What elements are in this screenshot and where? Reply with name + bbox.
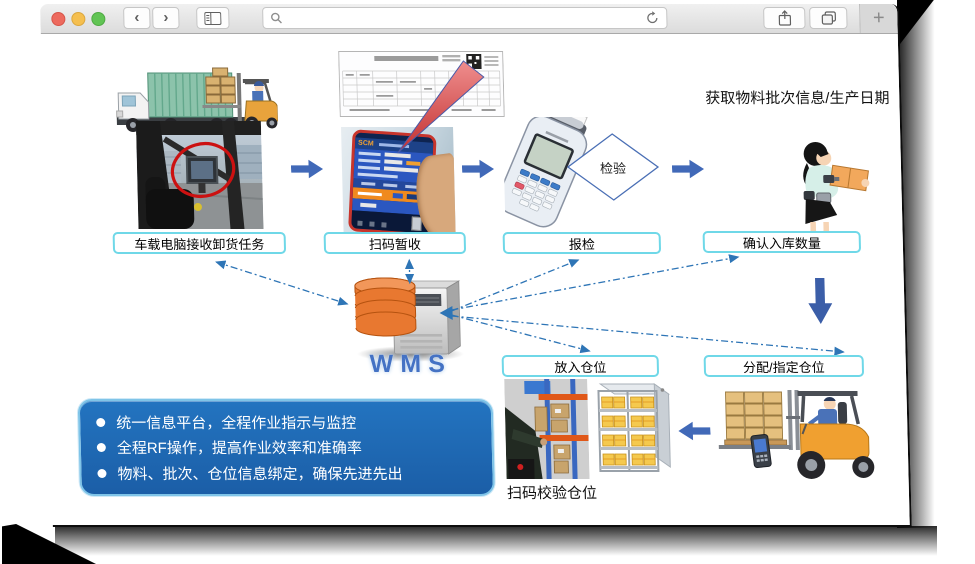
flow-arrow-right-2 xyxy=(462,159,494,179)
minimize-button[interactable] xyxy=(71,12,86,26)
info-bullet-row: 统一信息平台，全程作业指示与监控 xyxy=(96,412,476,433)
step-label-confirm-quantity: 确认入库数量 xyxy=(702,231,862,253)
maximize-button[interactable] xyxy=(91,12,106,26)
close-button[interactable] xyxy=(51,12,66,26)
sidebar-button[interactable] xyxy=(196,7,230,29)
flow-arrow-down xyxy=(807,278,834,324)
plus-icon: + xyxy=(872,7,885,29)
delivery-note-document xyxy=(338,51,505,122)
info-bullet-text: 全程RF操作，提高作业效率和准确率 xyxy=(116,440,363,457)
bullet-icon xyxy=(96,417,106,427)
phone-app-title: SCM xyxy=(357,139,374,148)
back-button[interactable]: ‹ xyxy=(123,7,151,29)
phone-scan-photo: SCM xyxy=(341,127,456,234)
tabs-overview-button[interactable] xyxy=(809,7,848,29)
decision-label: 检验 xyxy=(599,160,627,176)
address-input[interactable] xyxy=(288,10,646,26)
forward-button[interactable]: › xyxy=(152,7,180,29)
shelf-rack-illustration xyxy=(592,381,672,478)
wms-title: WMS xyxy=(369,350,453,378)
browser-window: ‹ › xyxy=(40,4,912,527)
tabs-icon xyxy=(821,11,836,25)
new-tab-button[interactable]: + xyxy=(859,4,898,33)
rack-scan-photo xyxy=(504,379,590,484)
bullet-icon xyxy=(97,468,107,478)
address-bar[interactable] xyxy=(262,7,668,29)
flow-arrow-left xyxy=(678,421,710,441)
forward-icon: › xyxy=(163,8,169,26)
forklift-putaway-illustration xyxy=(709,386,881,487)
step-label-receive-task: 车载电脑接收卸货任务 xyxy=(112,232,287,254)
page-content: SCM xyxy=(40,34,910,525)
bottom-shadow xyxy=(55,526,937,560)
worker-receiving-illustration xyxy=(758,141,877,241)
scan-verify-caption: 扫码校验仓位 xyxy=(506,485,598,502)
info-bullet-row: 物料、批次、仓位信息绑定，确保先进先出 xyxy=(97,463,477,484)
browser-toolbar: ‹ › xyxy=(40,4,898,34)
note-batch-info: 获取物料批次信息/生产日期 xyxy=(705,90,890,107)
info-box: 统一信息平台，全程作业指示与监控 全程RF操作，提高作业效率和准确率 物料、批次… xyxy=(77,399,496,496)
reload-icon[interactable] xyxy=(645,11,659,25)
info-bullet-text: 物料、批次、仓位信息绑定，确保先进先出 xyxy=(117,465,403,483)
flow-arrow-right-1 xyxy=(291,159,323,179)
decision-diamond: 检验 xyxy=(566,133,660,201)
back-icon: ‹ xyxy=(134,8,140,26)
flow-arrow-right-3 xyxy=(672,159,704,179)
cab-computer-photo xyxy=(135,121,264,234)
share-button[interactable] xyxy=(763,7,806,29)
info-bullet-text: 统一信息平台，全程作业指示与监控 xyxy=(116,414,357,432)
step-label-scan-receive: 扫码暂收 xyxy=(323,232,467,254)
search-icon xyxy=(271,12,282,24)
step-label-inspection-report: 报检 xyxy=(502,232,662,254)
step-label-put-in-bin: 放入仓位 xyxy=(501,355,660,377)
database-icon xyxy=(354,277,417,337)
sidebar-icon xyxy=(204,11,222,25)
info-bullet-row: 全程RF操作，提高作业效率和准确率 xyxy=(96,437,477,458)
step-label-assign-bin: 分配/指定仓位 xyxy=(703,355,865,377)
share-icon xyxy=(778,10,791,26)
bullet-icon xyxy=(96,443,106,452)
